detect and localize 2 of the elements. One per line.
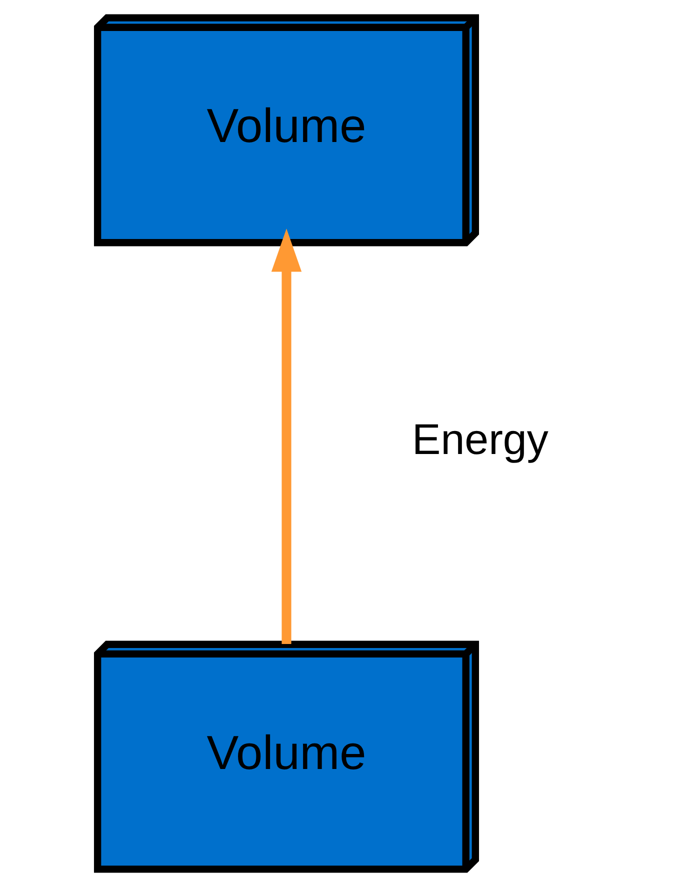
- edge-label: Energy: [412, 416, 548, 464]
- arrow: [270, 228, 302, 644]
